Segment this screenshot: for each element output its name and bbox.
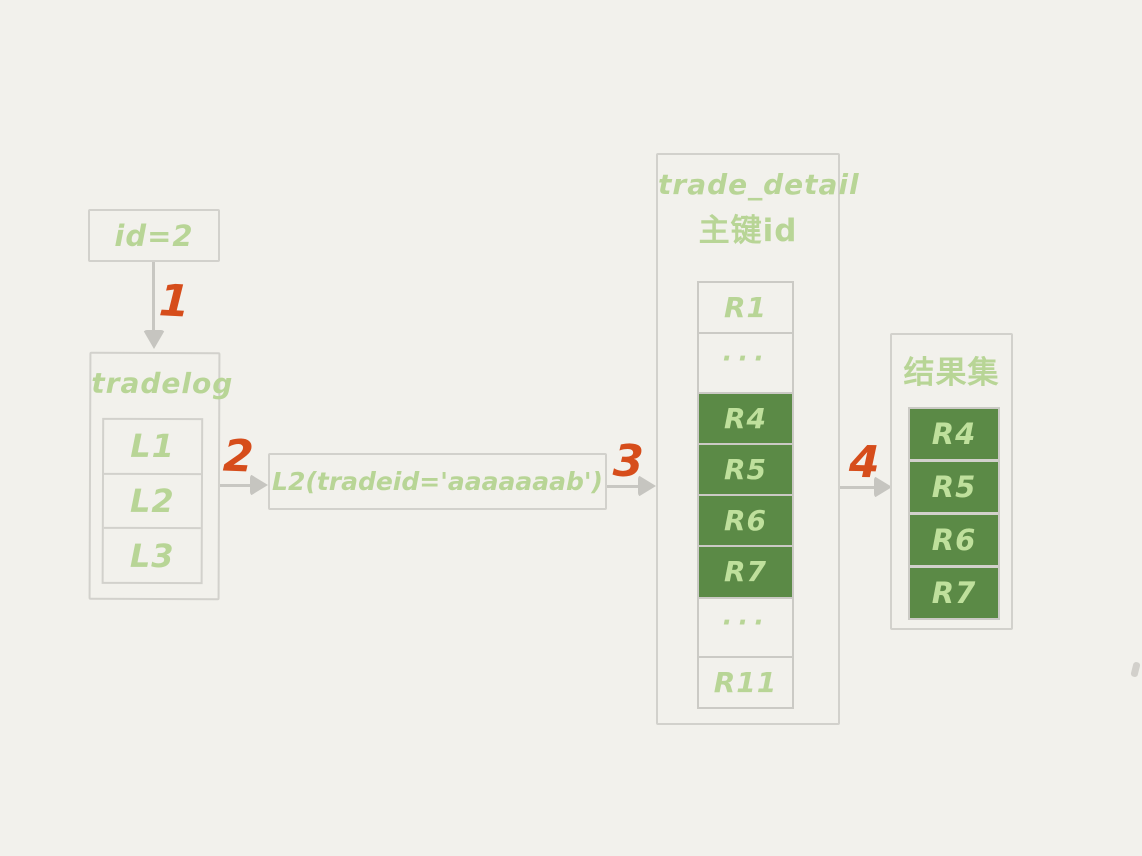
tradelog-table: L1 L2 L3	[101, 417, 204, 585]
step-label-2: 2	[222, 430, 255, 483]
result-set-table: R4 R5 R6 R7	[908, 407, 1000, 620]
lookup-box: L2(tradeid='aaaaaaab')	[268, 453, 607, 510]
stray-mark	[1130, 661, 1141, 678]
trade-detail-row-highlighted: R6	[699, 496, 792, 548]
id-box: id=2	[88, 209, 220, 262]
trade-detail-table: R1 ··· R4 R5 R6 R7 ··· R11	[697, 281, 794, 709]
step-label-1: 1	[157, 275, 191, 328]
arrow-1-head-icon	[143, 330, 165, 349]
arrow-4-line	[840, 486, 877, 489]
arrow-4-head-icon	[874, 476, 892, 498]
trade-detail-row-highlighted: R7	[699, 547, 792, 599]
trade-detail-row-ellipsis: ···	[699, 599, 792, 658]
result-set-box: 结果集 R4 R5 R6 R7	[890, 333, 1013, 630]
trade-detail-row: R11	[713, 665, 778, 699]
tradelog-row: L2	[103, 474, 202, 530]
result-set-row-highlighted: R6	[910, 515, 998, 568]
lookup-box-label: L2(tradeid='aaaaaaab')	[272, 467, 603, 496]
tradelog-row: L1	[104, 419, 202, 475]
result-set-row-highlighted: R4	[910, 409, 998, 462]
trade-detail-subtitle: 主键id	[698, 213, 798, 249]
trade-detail-row: R1	[699, 283, 792, 335]
trade-detail-title: trade_detail	[658, 168, 860, 201]
trade-detail-row-ellipsis: ···	[699, 334, 792, 394]
tradelog-title: tradelog	[91, 366, 234, 401]
step-label-3: 3	[612, 435, 645, 488]
tradelog-row: L3	[129, 536, 175, 575]
result-set-title: 结果集	[903, 355, 1000, 391]
trade-detail-row-highlighted: R4	[699, 393, 792, 445]
tradelog-box: tradelog L1 L2 L3	[88, 351, 234, 601]
result-set-row-highlighted: R7	[910, 568, 998, 618]
arrow-3-head-icon	[638, 475, 656, 497]
arrow-1-line	[152, 262, 155, 332]
step-label-4: 4	[848, 436, 881, 489]
result-set-row-highlighted: R5	[910, 462, 998, 515]
trade-detail-row-highlighted: R5	[699, 444, 792, 496]
id-box-label: id=2	[114, 218, 194, 253]
arrow-2-head-icon	[250, 474, 268, 496]
arrow-3-line	[607, 485, 641, 488]
trade-detail-box: trade_detail 主键id R1 ··· R4 R5 R6 R7 ···…	[656, 153, 860, 725]
arrow-2-line	[220, 484, 253, 487]
